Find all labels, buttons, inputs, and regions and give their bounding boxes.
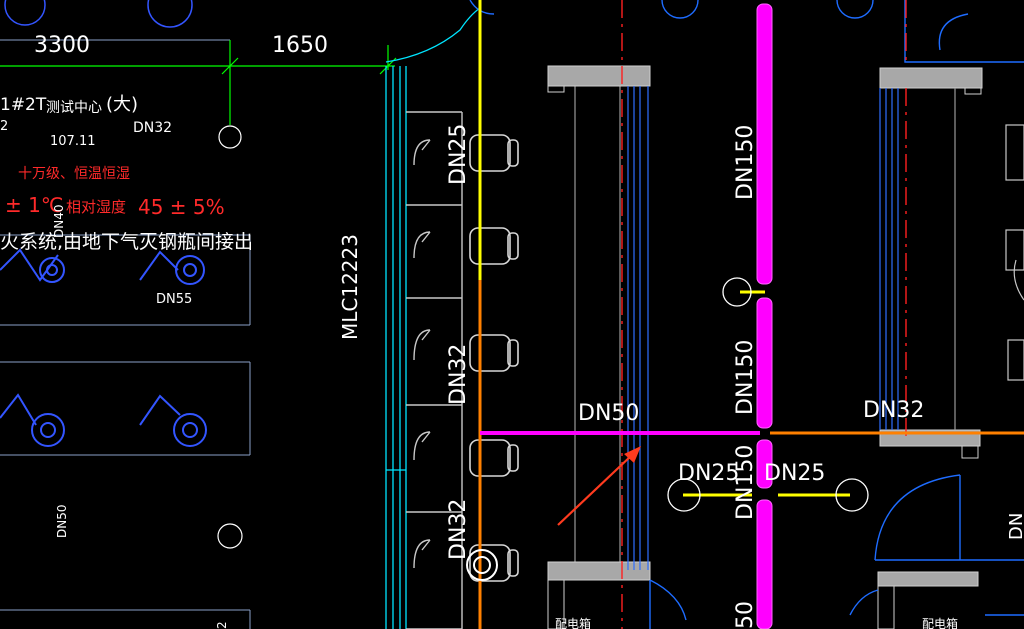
dimension-left: 3300: [34, 33, 90, 58]
wall-cyan-lines: [385, 7, 481, 629]
pipe-label-dn150-low: DN150: [733, 445, 758, 520]
room-code: 1#2T: [0, 95, 47, 115]
grid-axis-bubble-lower: [217, 523, 243, 549]
pipe-label-dn32-middle: DN32: [446, 344, 471, 405]
top-equipment-outlines: [4, 0, 193, 28]
pipe-label-dn32-right: DN32: [863, 398, 924, 423]
room-size-tag: (大): [106, 94, 138, 115]
room-humidity-value: 45 ± 5%: [138, 195, 225, 219]
pipe-label-dn25-left-branch: DN25: [678, 461, 739, 486]
room-fire-note: 火系统,由地下气灭钢瓶间接出: [0, 231, 253, 253]
pipe-label-dn25-right-branch: DN25: [764, 461, 825, 486]
wall-label: MLC12223: [338, 234, 362, 340]
equipment-label-dn55: DN55: [156, 292, 192, 307]
pipe-label-dn32-lower: DN32: [446, 499, 471, 560]
pipe-magenta-vertical-segments: [756, 3, 773, 629]
equipment-row-2: [0, 393, 207, 447]
pipe-yellow-branches: [683, 290, 850, 497]
equipment-label-dn40: DN40: [52, 205, 66, 239]
equipment-label-bottom-fragment: 2: [215, 621, 229, 629]
room-area: 107.11: [50, 134, 96, 149]
annotation-arrow-icon: [557, 446, 641, 526]
room-name: 测试中心: [46, 100, 102, 116]
room-pipe-note: DN32: [133, 120, 172, 136]
room-fragment-right-bottom: 配电箱: [922, 616, 958, 629]
dimension-right: 1650: [272, 33, 328, 58]
shaft-outline-left: [574, 86, 621, 570]
room-fragment-left-bottom: 配电箱: [555, 616, 591, 629]
left-room-grid: [0, 39, 251, 629]
room-fragment-left: 2: [0, 119, 8, 134]
pipe-label-dn150-bottom-fragment: 50: [733, 601, 758, 629]
pipe-label-dn150-middle: DN150: [733, 340, 758, 415]
hydrant-icon: [466, 549, 498, 581]
equipment-row-1: [0, 248, 205, 285]
pipe-label-dn150-top: DN150: [733, 125, 758, 200]
right-door-swings: [649, 474, 1024, 629]
pipe-label-dn50-horizontal: DN50: [578, 401, 639, 426]
equipment-label-dn50-left: DN50: [55, 505, 69, 539]
room-temp-tolerance: ± 1℃: [5, 193, 63, 217]
room-cleanliness: 十万级、恒温恒湿: [18, 166, 130, 182]
pipe-label-dn25-upper: DN25: [446, 124, 471, 185]
right-edge-elements: [1005, 124, 1024, 381]
grid-axis-bubble: [218, 125, 242, 149]
chair-icon: [469, 134, 519, 582]
valve-icon: [667, 277, 869, 512]
chair-column: [406, 111, 463, 629]
shaft-blue-risers: [627, 86, 899, 570]
door-swing-icon: [469, 0, 1024, 63]
grey-wall-blocks: [547, 65, 983, 629]
room-humidity-label: 相对湿度: [66, 198, 126, 216]
right-edge-fragment: DN: [1006, 513, 1024, 540]
